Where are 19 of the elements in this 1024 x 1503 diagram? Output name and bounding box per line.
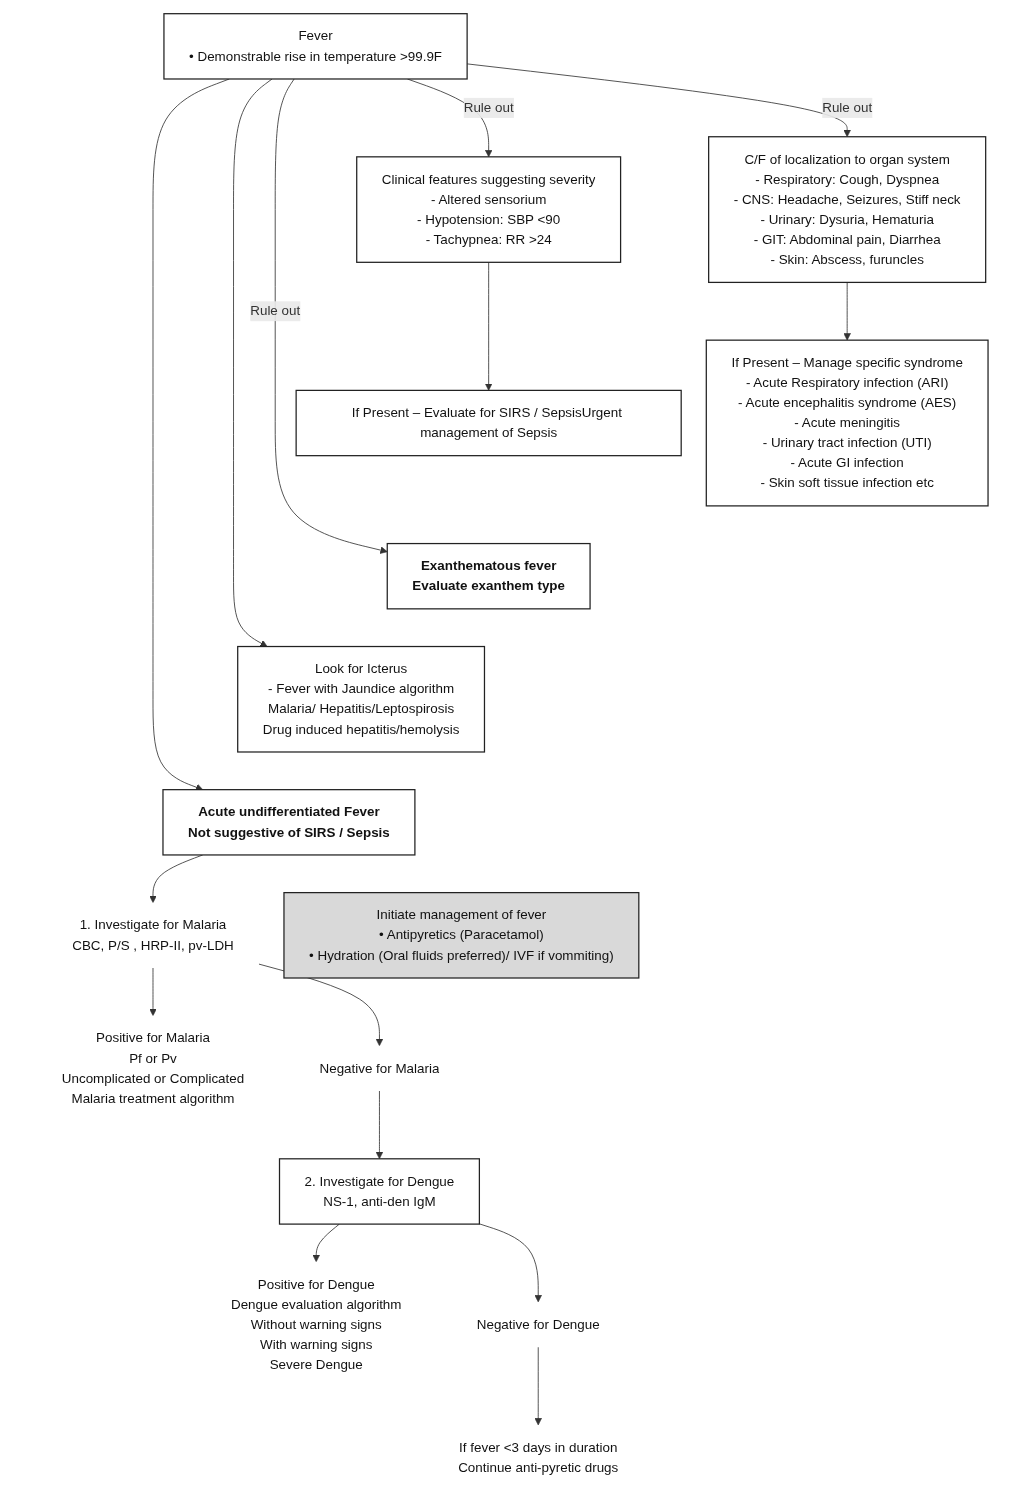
- node-box: Initiate management of fever • Antipyretics (Paracetamol) • Hydration (Oral fluids preferred)/ IVF if vommiting): [282, 891, 640, 979]
- node-box: C/F of localization to organ system - Respiratory: Cough, Dyspnea - CNS: Headache, Seizures, Stiff neck - Urinary: Dysuria, Hematuria - GIT: Abdominal pain, Diarrhea - Skin: Abscess, furuncles: [707, 135, 986, 283]
- node-box: Acute undifferentiated Fever Not suggestive of SIRS / Sepsis: [161, 788, 416, 856]
- edge-label: Rule out: [821, 99, 872, 115]
- node-text: Positive for Dengue Dengue evaluation algorithm Without warning signs With warning signs Severe Dengue: [230, 1276, 402, 1371]
- node-box: Look for Icterus - Fever with Jaundice algorithm Malaria/ Hepatitis/Leptospirosis Drug induced hepatitis/hemolysis: [236, 645, 485, 753]
- node-box: If Present – Manage specific syndrome - Acute Respiratory infection (ARI) - Acute encephalitis syndrome (AES) - Acute meningitis - Urinary tract infection (UTI) - Acute GI infection - Skin soft tissue infection etc: [705, 339, 989, 506]
- node-box: Fever • Demonstrable rise in temperature >99.9F: [162, 12, 468, 80]
- edge-label: Rule out: [249, 303, 300, 318]
- node-text: If fever <3 days in duration Continue anti-pyretic drugs: [457, 1439, 618, 1474]
- node-text: Negative for Dengue: [476, 1316, 600, 1331]
- node-text: Negative for Malaria: [319, 1060, 439, 1075]
- node-text: Positive for Malaria Pf or Pv Uncomplicated or Complicated Malaria treatment algorithm: [61, 1030, 244, 1105]
- node-box: If Present – Evaluate for SIRS / SepsisUrgent management of Sepsis: [295, 389, 682, 456]
- node-box: Clinical features suggesting severity - Altered sensorium - Hypotension: SBP <90 - Tachypnea: RR >24: [355, 155, 621, 263]
- node-box: 2. Investigate for Dengue NS-1, anti-den IgM: [278, 1157, 480, 1225]
- node-text: 1. Investigate for Malaria CBC, P/S , HRP-II, pv-LDH: [71, 917, 234, 952]
- node-box: Exanthematous fever Evaluate exanthem type: [386, 542, 591, 609]
- edge-label: Rule out: [463, 99, 514, 115]
